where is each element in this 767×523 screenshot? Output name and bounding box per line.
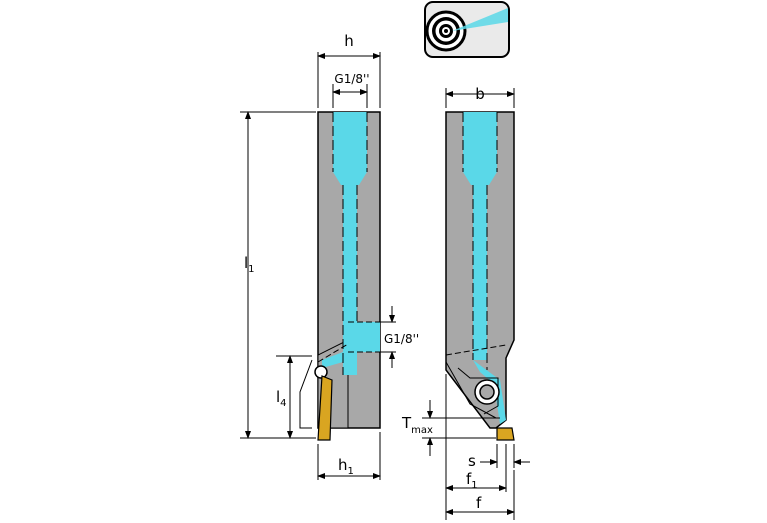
label-thread-top: G1/8'': [334, 72, 369, 86]
dim-f1: f1: [445, 374, 507, 520]
dim-f: f: [445, 470, 515, 520]
label-f1: f1: [466, 470, 478, 491]
coolant-target-icon: [424, 1, 510, 58]
dim-h1: h1: [317, 432, 381, 480]
dim-h: h: [317, 32, 381, 108]
label-thread-side: G1/8'': [384, 332, 419, 346]
label-f: f: [476, 494, 482, 512]
dim-thread-top: G1/8'': [332, 72, 370, 108]
label-h: h: [344, 32, 354, 50]
side-view: [299, 111, 381, 441]
label-l4: l4: [276, 388, 287, 409]
dim-s: s: [468, 444, 530, 470]
dim-b: b: [445, 85, 515, 108]
label-b: b: [475, 85, 485, 103]
dim-tmax: Tmax: [401, 400, 500, 456]
label-s: s: [468, 452, 476, 470]
dim-thread-side: G1/8'': [380, 306, 419, 368]
label-h1: h1: [338, 456, 354, 477]
front-view: [445, 111, 515, 441]
label-l1: l1: [244, 254, 255, 275]
dim-l4: l4: [276, 355, 312, 439]
label-tmax: Tmax: [401, 414, 433, 436]
